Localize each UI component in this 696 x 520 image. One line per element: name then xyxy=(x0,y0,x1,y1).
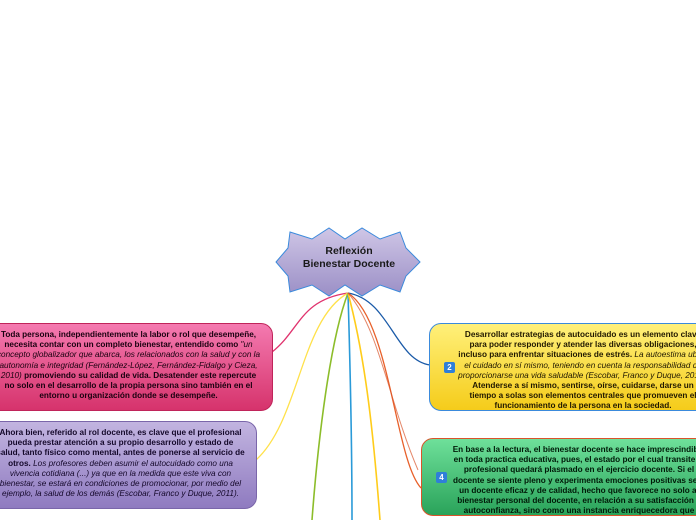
central-node-shape[interactable] xyxy=(275,227,421,297)
branch-to-green-node xyxy=(347,292,422,489)
branch-blue-down xyxy=(347,292,353,520)
yellow-text-italic-1: La autoestima ubica el cuidado en sí mis… xyxy=(458,350,696,380)
central-title-line2: Bienestar Docente xyxy=(302,258,396,270)
purple-text-bold-1: Ahora bien, referido al rol docente, es … xyxy=(0,428,245,468)
pink-text-italic-1: "un concepto globalizador que abarca, lo… xyxy=(0,340,261,380)
green-node-badge: 4 xyxy=(436,472,447,483)
branch-red-extra xyxy=(347,292,419,471)
topic-node-green[interactable]: En base a la lectura, el bienestar docen… xyxy=(421,438,696,516)
central-title-line1: Reflexión xyxy=(325,245,373,257)
branch-to-pink-node xyxy=(271,292,349,353)
branch-yellow-down xyxy=(347,292,381,520)
yellow-text-bold-2: Atenderse a sí mismo, sentirse, oírse, c… xyxy=(469,381,696,411)
branch-to-yellow-node xyxy=(347,292,431,366)
topic-node-pink[interactable]: Toda persona, independientemente la labo… xyxy=(0,323,273,411)
yellow-node-badge: 2 xyxy=(444,362,455,373)
branch-olive-down xyxy=(311,292,349,520)
purple-text-italic-1: Los profesores deben asumir el autocuida… xyxy=(0,458,242,499)
central-node-title[interactable]: Reflexión Bienestar Docente xyxy=(281,245,417,271)
pink-text-bold-2: promoviendo su calidad de vida. Desatend… xyxy=(4,370,257,401)
pink-text-bold-1: Toda persona, independientemente la labo… xyxy=(0,330,257,350)
branch-to-purple-node xyxy=(255,292,349,461)
green-text-bold-1: En base a la lectura, el bienestar docen… xyxy=(452,445,696,516)
topic-node-yellow[interactable]: Desarrollar estrategias de autocuidado e… xyxy=(429,323,696,411)
yellow-text-bold-1: Desarrollar estrategias de autocuidado e… xyxy=(458,330,696,360)
topic-node-purple[interactable]: Ahora bien, referido al rol docente, es … xyxy=(0,421,257,509)
